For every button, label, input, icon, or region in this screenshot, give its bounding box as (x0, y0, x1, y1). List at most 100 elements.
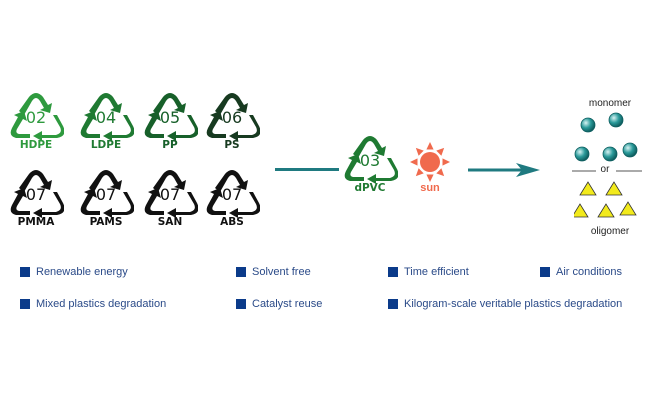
sun-disc (420, 152, 440, 172)
monomer-sphere (580, 117, 596, 133)
monomer-spheres (574, 112, 638, 162)
oligomer-triangle (574, 203, 589, 218)
sun-ray (442, 158, 450, 166)
right-arrow-icon (468, 163, 540, 177)
feature-text: Kilogram-scale veritable plastics degrad… (404, 298, 623, 310)
resin-code: 05 (159, 108, 181, 127)
recycle-arrow (144, 111, 164, 138)
plastic-name: SAN (157, 216, 183, 228)
recycle-arrow (10, 188, 30, 215)
plastic-name: LDPE (90, 139, 122, 151)
oligomer-triangle (619, 201, 637, 216)
separator-line-right (616, 170, 642, 172)
sun-ray (415, 147, 424, 156)
monomer-sphere (622, 142, 638, 158)
monomer-sphere (602, 146, 618, 162)
recycle-arrow (206, 111, 226, 138)
recycle-arrow (33, 192, 64, 218)
feature-item: Solvent free (236, 266, 311, 278)
connector-line (275, 168, 339, 171)
bullet-square-icon (388, 267, 398, 277)
recycle-arrow (144, 188, 164, 215)
monomer-label: monomer (588, 98, 632, 109)
feature-text: Solvent free (252, 266, 311, 278)
recycle-arrow (103, 115, 134, 141)
oligomer-triangle (605, 181, 623, 196)
recycle-triangle-icon (344, 136, 398, 184)
sun-ray (410, 158, 418, 166)
feature-text: Mixed plastics degradation (36, 298, 167, 310)
recycle-arrow (215, 170, 248, 192)
oligomer-triangle (579, 181, 597, 196)
monomer-sphere (608, 112, 624, 128)
recycle-triangle-icon (80, 170, 134, 218)
resin-code: 04 (95, 108, 117, 127)
separator-line-left (572, 170, 596, 172)
recycle-arrow (19, 170, 52, 192)
feature-text: Renewable energy (36, 266, 128, 278)
oligomer-label: oligomer (590, 226, 630, 237)
recycle-arrow (19, 93, 52, 115)
recycle-triangle-icon (144, 93, 198, 141)
bullet-square-icon (236, 299, 246, 309)
recycle-arrow (215, 93, 248, 115)
recycle-triangle-icon (206, 93, 260, 141)
feature-item: Mixed plastics degradation (20, 298, 166, 310)
feature-text: Catalyst reuse (252, 298, 323, 310)
catalyst-label: dPVC (354, 182, 386, 194)
resin-code: 06 (221, 108, 243, 127)
recycle-arrow (167, 115, 198, 141)
sun-ray (436, 168, 445, 177)
bullet-square-icon (20, 267, 30, 277)
sun-ray (415, 168, 424, 177)
recycle-arrow (367, 158, 398, 184)
plastic-name: PP (162, 139, 178, 151)
recycle-arrow (80, 188, 100, 215)
sun-ray (436, 147, 445, 156)
resin-code: 07 (221, 185, 243, 204)
bullet-square-icon (20, 299, 30, 309)
oligomer-triangles (574, 181, 637, 218)
resin-code: 02 (25, 108, 47, 127)
plastic-name: ABS (220, 216, 244, 228)
feature-text: Time efficient (404, 266, 469, 278)
catalyst-code: 03 (359, 151, 381, 170)
bullet-square-icon (388, 299, 398, 309)
recycle-arrow (153, 170, 186, 192)
plastic-name: PS (224, 139, 240, 151)
recycle-arrow (344, 154, 364, 181)
separator-or: or (600, 164, 610, 175)
recycle-arrow (229, 115, 260, 141)
recycle-arrow (353, 136, 386, 158)
feature-item: Catalyst reuse (236, 298, 322, 310)
monomer-sphere (574, 146, 590, 162)
oligomer-triangle (597, 203, 615, 218)
recycle-arrow (10, 111, 30, 138)
bullet-square-icon (236, 267, 246, 277)
recycle-arrow (167, 192, 198, 218)
recycle-arrow (33, 115, 64, 141)
recycle-arrow (89, 170, 122, 192)
sun-ray (426, 142, 434, 150)
feature-item: Time efficient (388, 266, 469, 278)
sun-ray (426, 174, 434, 182)
catalyst-dpvc-symbol: 03 dPVC (342, 136, 398, 200)
feature-item: Kilogram-scale veritable plastics degrad… (388, 298, 622, 310)
recycle-triangle-icon (10, 93, 64, 141)
resin-code: 07 (25, 185, 47, 204)
recycle-triangle-icon (80, 93, 134, 141)
recycle-arrow (103, 192, 134, 218)
sun: sun (408, 140, 452, 200)
recycle-triangle-icon (10, 170, 64, 218)
recycle-triangle-icon (144, 170, 198, 218)
plastic-name: PMMA (17, 216, 55, 228)
recycle-arrow (153, 93, 186, 115)
resin-code: 07 (95, 185, 117, 204)
